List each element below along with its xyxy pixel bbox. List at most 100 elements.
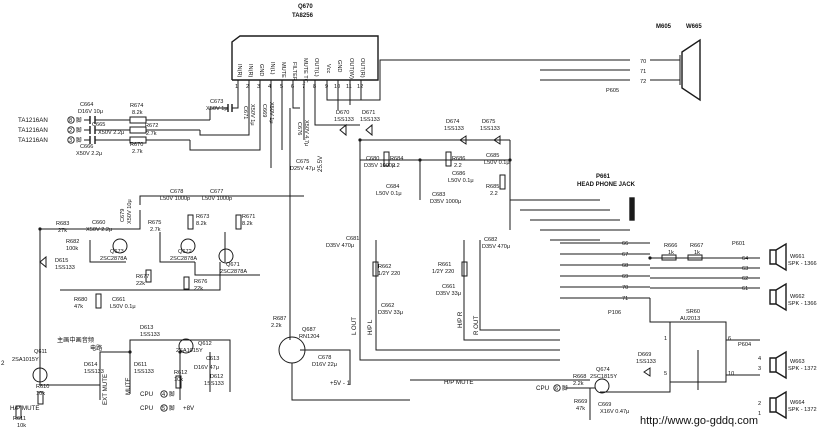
- d615-value: 1SS133: [55, 265, 75, 271]
- d611-ref: D611: [134, 362, 147, 368]
- ic-pin-12-name: OUT(R): [359, 58, 365, 78]
- r675-ref: R675: [148, 220, 161, 226]
- ic-pin-7-name: MUTE TC: [302, 58, 308, 83]
- speaker-w663: W663 SPK - 1372: [769, 350, 817, 380]
- r668-ref: R668: [573, 374, 586, 380]
- q612-value: 2SA1015Y: [176, 348, 203, 354]
- cpu5-suffix: 脚: [169, 404, 175, 412]
- cpu4-suffix: 脚: [169, 390, 175, 398]
- d670-value: 1SS133: [334, 117, 354, 123]
- c669b-value: X16V 0.47μ: [600, 409, 629, 415]
- cpu5-pin: 5: [162, 406, 165, 412]
- input-1-label: TA1216AN: [18, 117, 48, 124]
- w661-part: SPK - 1366: [788, 261, 817, 267]
- r684-ref: R684: [390, 156, 403, 162]
- r676-ref: R676: [194, 279, 207, 285]
- center-section: R687 2.2k Q687 RN1204 C678 D16V 22μ +5V …: [271, 108, 590, 401]
- watermark: http://www.go-gddq.com: [640, 415, 758, 427]
- r687-value: 2.2k: [271, 323, 282, 329]
- ic-q670: Q670 TA8256 IN(R) 1 IN(R) 2 GND 3 IN(L) …: [231, 4, 379, 92]
- c678b-value: D16V 22μ: [312, 362, 337, 368]
- r612-value: 10k: [174, 377, 183, 383]
- c681-value: D35V 470μ: [326, 243, 354, 249]
- r668-value: 2.2k: [573, 381, 584, 387]
- ic-pin-12: OUT(R) 12: [357, 58, 365, 90]
- d614-value: 1SS133: [84, 369, 104, 375]
- q687-value: RN1204: [299, 334, 320, 340]
- ic-pin-9-name: Vcc: [325, 64, 331, 74]
- r680-value: 47k: [74, 304, 83, 310]
- input-2-label: TA1216AN: [18, 127, 48, 134]
- r669-value: 47k: [576, 406, 585, 412]
- l-out-net: L OUT: [351, 317, 358, 335]
- input-1-suffix: 脚: [76, 116, 82, 124]
- r677-value: 22k: [136, 281, 145, 287]
- c676-ref: C676: [296, 122, 302, 135]
- r662-value: 1/2Y 220: [378, 271, 400, 277]
- preamp-section: C678 L50V 1000p C677 L50V 1000p R673 8.2…: [39, 189, 304, 385]
- hp-mute-net-2: H/P MUTE: [444, 379, 473, 386]
- ic-pin-6-name: FILTER: [291, 62, 297, 81]
- q612-ref: Q612: [198, 341, 212, 347]
- ic-body: [231, 35, 379, 81]
- ic-pin-3-name: GND: [258, 64, 264, 76]
- p605-pin-2: 71: [640, 69, 646, 75]
- d615-ref: D615: [55, 258, 68, 264]
- p605-pin-1: 70: [640, 59, 646, 65]
- ic-pin-3-num: 3: [257, 84, 260, 90]
- ic-pin-11-name: OUT(W): [348, 58, 354, 79]
- cpu6-label: CPU: [536, 385, 549, 392]
- d671-ref: D671: [362, 110, 375, 116]
- r685-value: 2.2: [490, 191, 498, 197]
- c683-ref: C683: [432, 192, 445, 198]
- r661-ref: R661: [438, 262, 451, 268]
- p604-label: P604: [738, 342, 751, 348]
- c661-value: L50V 0.1μ: [110, 304, 136, 310]
- c684-value: L50V 0.1μ: [376, 191, 402, 197]
- ic-pin-4: IN(L) 4: [268, 62, 275, 90]
- r675-value: 2.7k: [150, 227, 161, 233]
- q674-value: 2SC1815Y: [590, 374, 617, 380]
- r667-ref: R667: [690, 243, 703, 249]
- sr60-pin-6: 6: [728, 336, 731, 342]
- sr60-ref: SR60: [686, 309, 700, 315]
- main-board-label-2: 电路: [90, 344, 103, 352]
- ic-pin-10-num: 10: [334, 84, 340, 90]
- c682-ref: C682: [484, 237, 497, 243]
- c683-value: D35V 1000μ: [430, 199, 461, 205]
- ic-pin-2-name: IN(R): [247, 64, 253, 77]
- p106-pin-3: 68: [622, 263, 628, 269]
- r676-value: 22k: [194, 286, 203, 292]
- w663-ref: W663: [790, 359, 805, 365]
- junction-dots: [38, 138, 652, 354]
- c686-value: L50V 0.1μ: [448, 178, 474, 184]
- q672-value: 2SC2878A: [170, 256, 197, 262]
- c673-ref: C673: [210, 99, 223, 105]
- r666-ref: R666: [664, 243, 677, 249]
- c681-ref: C681: [346, 236, 359, 242]
- p604-pin-4: 1: [758, 411, 761, 417]
- d671-value: 1SS133: [360, 117, 380, 123]
- mute-section: D613 1SS133 Q612 2SA1015Y D614 1SS133 D6…: [1, 325, 231, 429]
- r673-ref: R673: [196, 214, 209, 220]
- c678b-ref: C678: [318, 355, 331, 361]
- d612-ref: D612: [210, 374, 223, 380]
- ic-pin-4-num: 4: [268, 84, 271, 90]
- p605-label: P605: [606, 88, 619, 94]
- c664-value: D16V 10μ: [78, 109, 103, 115]
- sr60-pin-5: 5: [664, 371, 667, 377]
- p601-pin-2: 63: [742, 266, 748, 272]
- d614-ref: D614: [84, 362, 97, 368]
- input-3: TA1216AN 3 脚: [18, 136, 82, 144]
- plus-8v: +8V: [183, 405, 195, 412]
- c677-ref: C677: [210, 189, 223, 195]
- r683-ref: R683: [56, 221, 69, 227]
- ic-pin-1-num: 1: [235, 84, 238, 90]
- c685-value: L50V 0.1μ: [484, 160, 510, 166]
- c613-value: D16V 47μ: [194, 365, 219, 371]
- p605-pin-3: 72: [640, 79, 646, 85]
- p106-pin-2: 67: [622, 252, 628, 258]
- w664-part: SPK - 1372: [788, 407, 817, 413]
- r669-ref: R669: [574, 399, 587, 405]
- r686-ref: R686: [452, 156, 465, 162]
